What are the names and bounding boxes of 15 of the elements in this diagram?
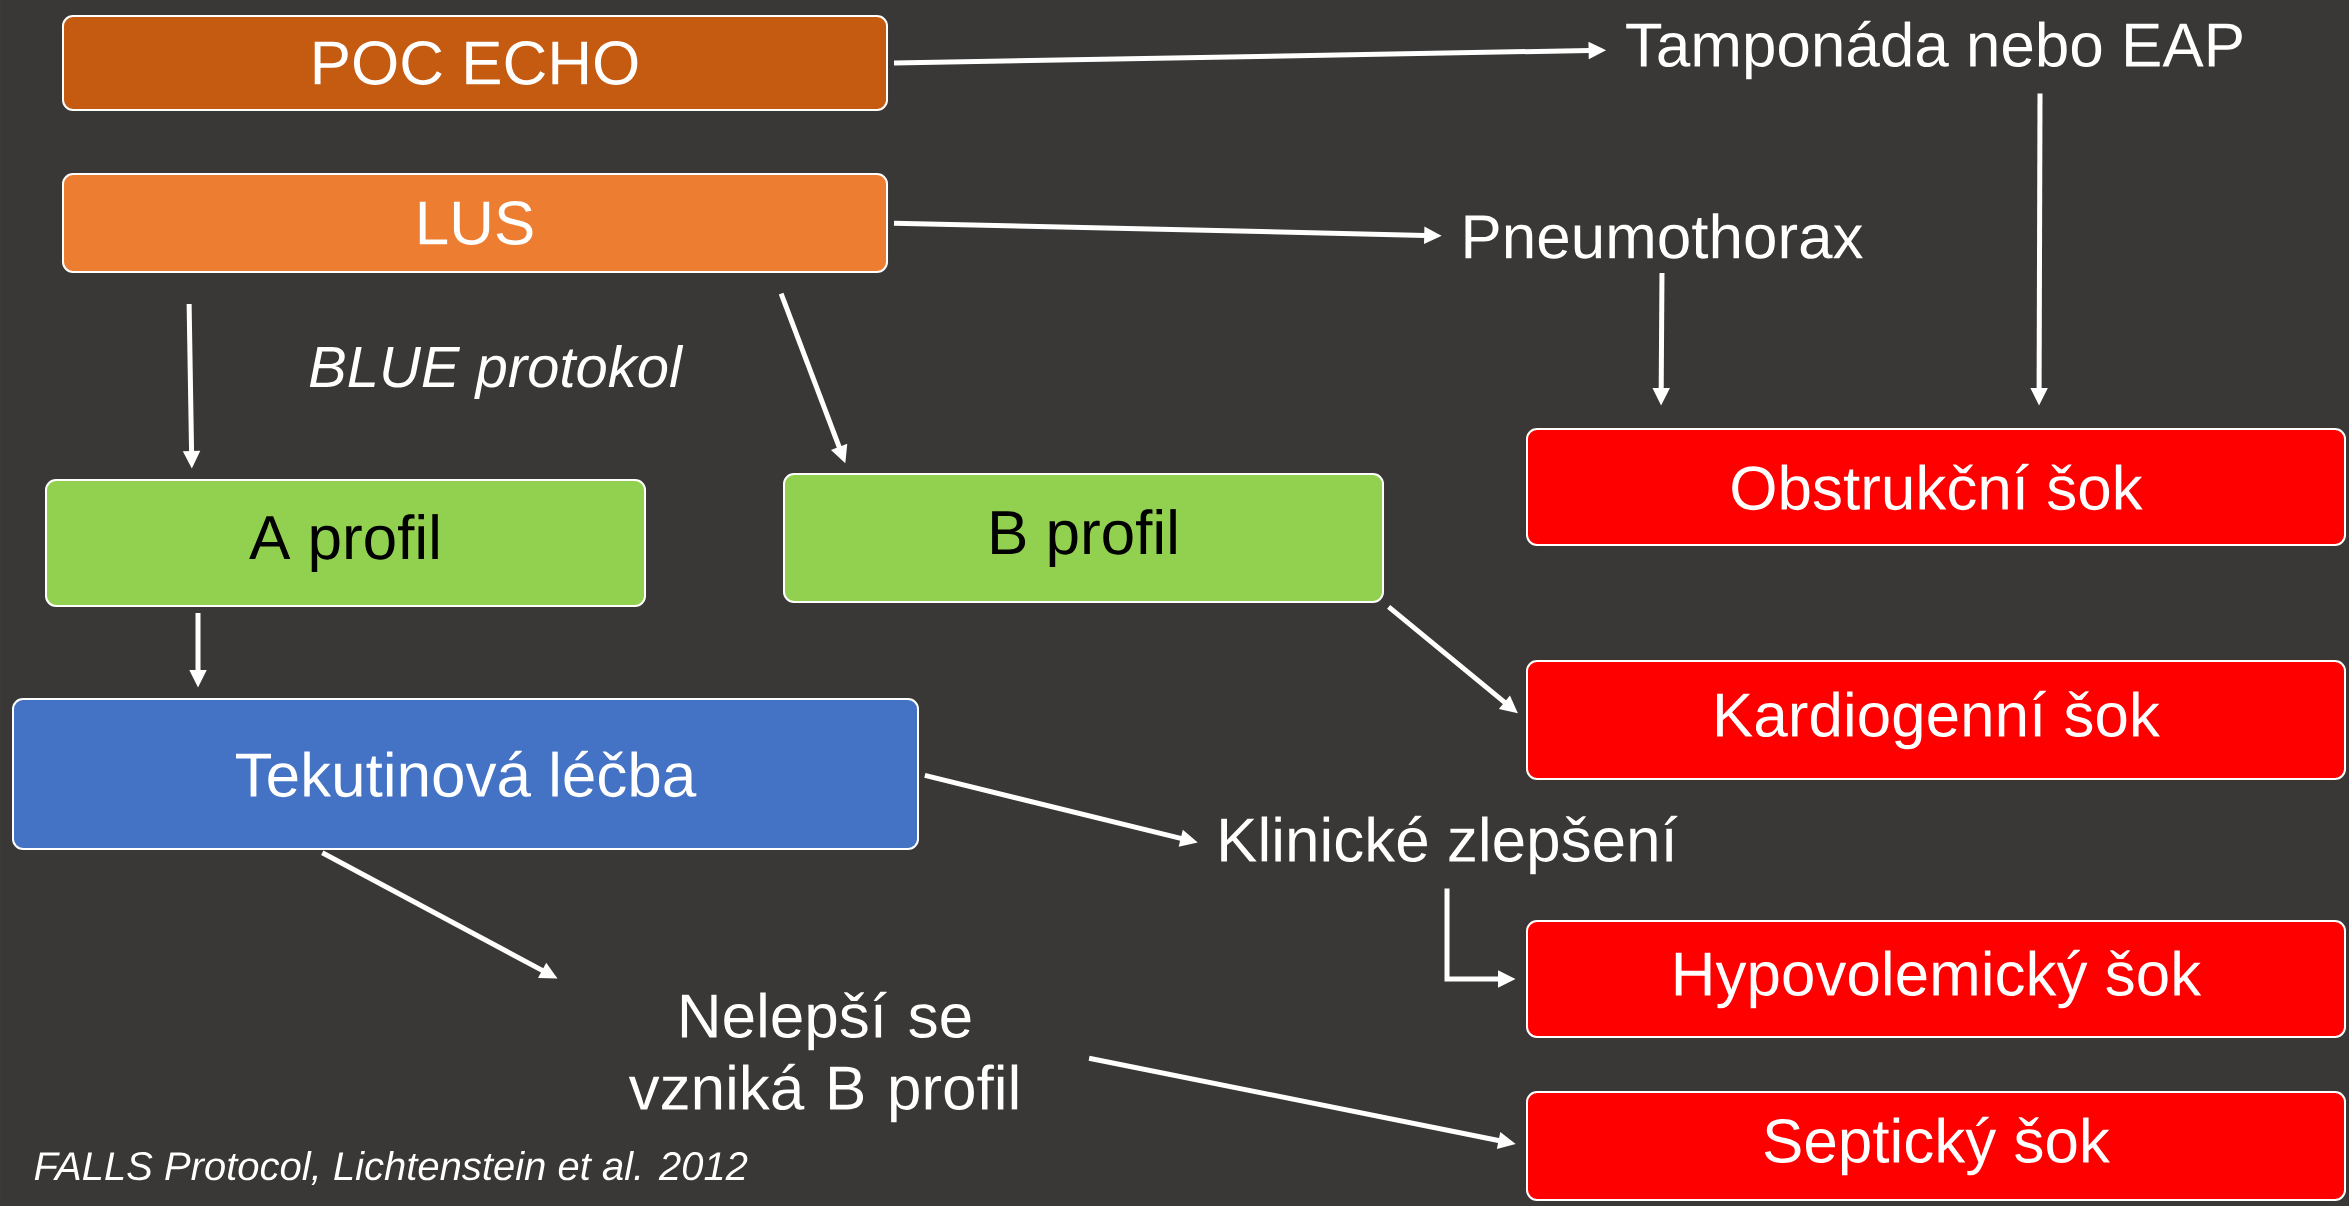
process-box: B profil <box>783 473 1384 603</box>
process-box: POC ECHO <box>62 15 888 111</box>
process-box: LUS <box>62 173 888 273</box>
node-text: Pneumothorax <box>1465 213 1863 259</box>
process-box: Tekutinová léčba <box>12 698 919 850</box>
process-box: Obstrukční šok <box>1526 428 2346 546</box>
node-text: Klinické zlepšení <box>1221 815 1678 875</box>
note-text: FALLS Protocol, Lichtenstein et al. 2012 <box>34 1150 748 1186</box>
note-text: BLUE protokol <box>309 344 684 399</box>
node-text: Tamponáda nebo EAP <box>1626 20 2242 80</box>
process-box: A profil <box>45 479 646 607</box>
node-text: Nelepší se vzniká B profil <box>628 991 1018 1123</box>
process-box: Hypovolemický šok <box>1526 920 2346 1038</box>
process-box: Kardiogenní šok <box>1526 660 2346 780</box>
process-box: Septický šok <box>1526 1091 2346 1201</box>
